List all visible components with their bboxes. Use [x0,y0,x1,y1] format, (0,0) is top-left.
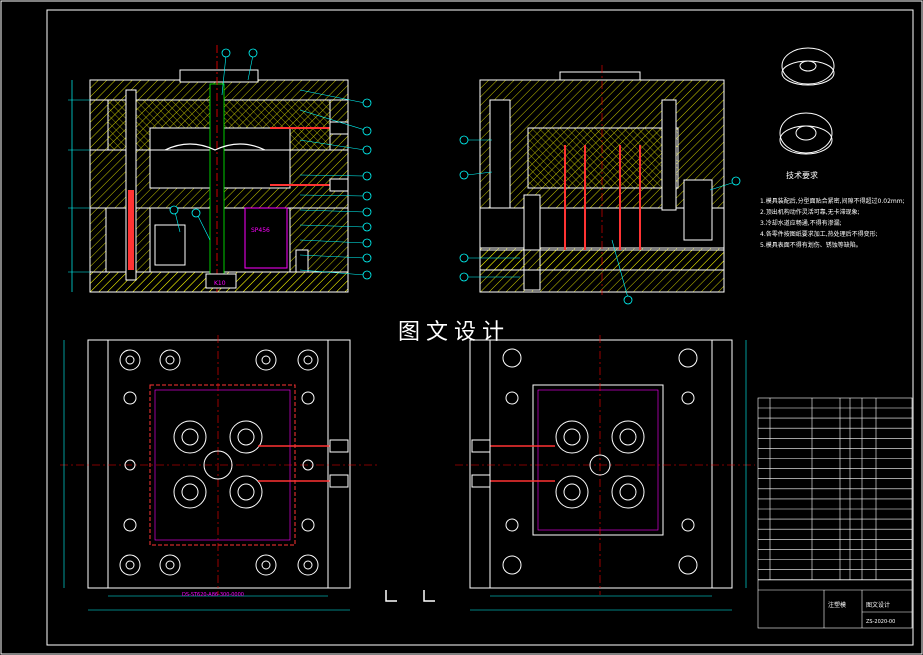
watermark: 图文设计 [398,320,511,345]
tech-req-line: 5.模具表面不得有划伤、锈蚀等缺陷。 [760,242,862,249]
technical-requirements: 1.模具装配后,分型面贴合紧密,间隙不得超过0.02mm; 2.顶出机构动作灵活… [760,196,910,251]
inner-frame [46,9,914,646]
section-view-right [459,65,741,305]
section-view-left: SP456 K10 [68,45,372,293]
plan-view-left: DS-ST620-A86-300-0000 [60,335,378,611]
view-marks [385,590,435,602]
drawing-number: ZS-2020-00 [866,619,895,625]
base-tag: K10 [214,280,226,287]
drawing-name: 注塑模 [828,601,846,609]
spring-tag: SP456 [251,227,270,234]
plan-view-right [455,335,755,611]
tech-req-title: 技术要求 [786,171,818,180]
part-sketch-bottom [779,112,833,155]
tech-req-line: 4.各零件按图纸要求加工,热处理后不得变形; [760,231,878,238]
tech-req-line: 2.顶出机构动作灵活可靠,无卡滞现象; [760,209,860,216]
bottom-part-number: DS-ST620-A86-300-0000 [182,592,244,598]
parts-list-table [757,397,913,629]
tech-req-line: 1.模具装配后,分型面贴合紧密,间隙不得超过0.02mm; [760,198,905,205]
tech-req-line: 3.冷却水道应畅通,不得有渗漏; [760,220,842,227]
part-sketch-top [781,47,835,86]
company-name: 图文设计 [866,601,890,609]
title-block-text: 注塑模 图文设计 ZS-2020-00 [828,601,895,625]
